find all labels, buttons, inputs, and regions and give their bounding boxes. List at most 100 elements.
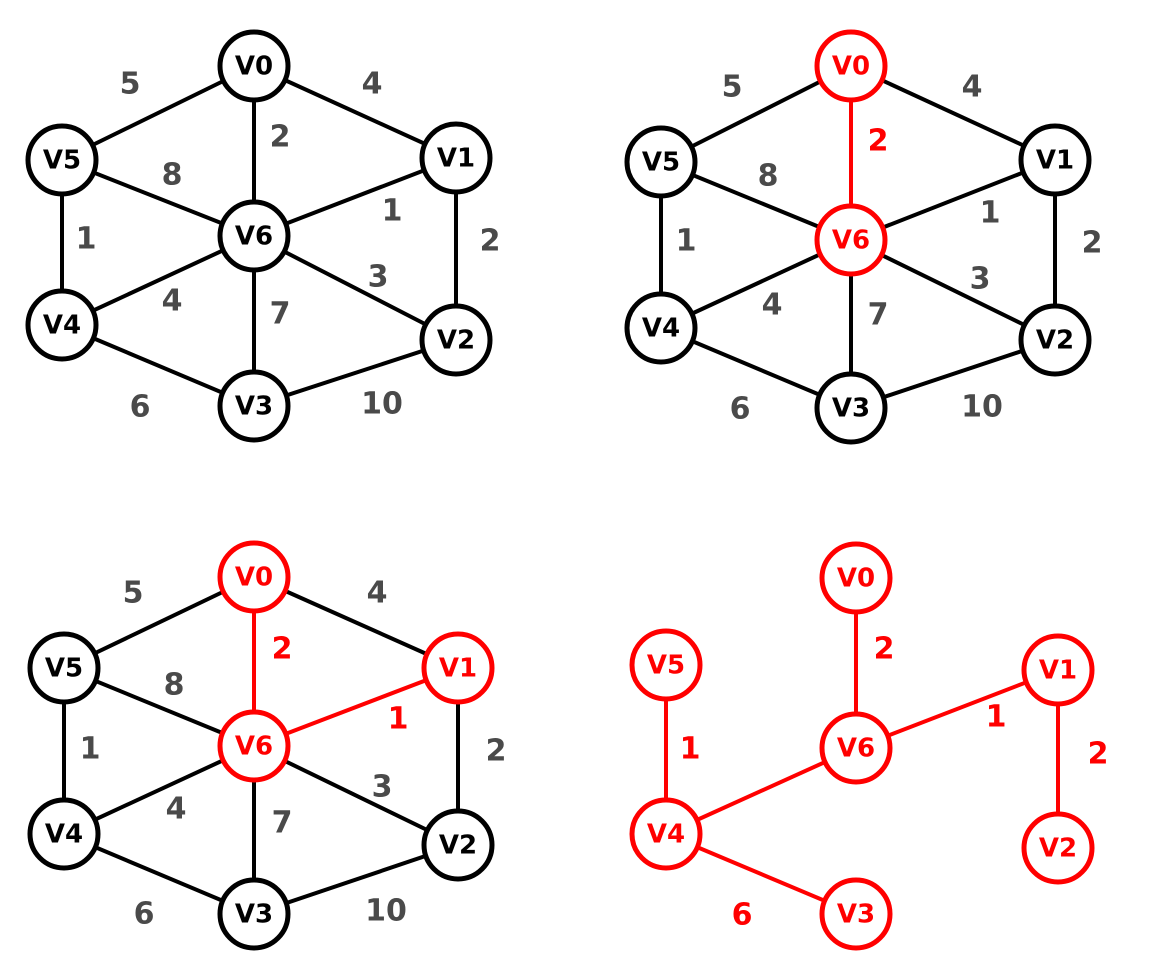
edge-weight-label: 4 [762,288,783,323]
node-v0: V0 [217,29,291,103]
node-circle [629,797,703,871]
node-label: V0 [832,52,870,82]
node-v2: V2 [1021,811,1095,885]
node-label: V2 [1039,834,1077,864]
node-circle [1021,633,1095,707]
node-circle [819,541,893,615]
edge-v0-v1 [253,64,457,160]
node-circle [624,125,698,199]
node-circle [25,123,99,197]
node-v2: V2 [419,303,493,377]
node-circle [421,808,495,882]
node-circle [1018,123,1092,197]
node-circle [1018,303,1092,377]
node-circle [629,628,703,702]
edge-weight-label: 1 [80,732,101,767]
node-circle [814,203,888,277]
node-v3: V3 [814,371,888,445]
node-circle [217,709,291,783]
edge-weight-label: 2 [270,120,291,155]
node-v2: V2 [1018,303,1092,377]
node-circle [624,291,698,365]
edge-weight-label: 10 [961,390,1003,425]
edge-weight-label: 10 [365,894,407,929]
node-label: V2 [437,326,475,356]
node-label: V4 [43,311,81,341]
node-v1: V1 [1018,123,1092,197]
node-v6: V6 [217,709,291,783]
node-v0: V0 [819,541,893,615]
node-circle [421,631,495,705]
edge-weight-label: 5 [123,576,144,611]
node-label: V1 [1036,146,1074,176]
node-v4: V4 [624,291,698,365]
node-circle [814,29,888,103]
node-label: V4 [45,820,83,850]
node-label: V1 [439,654,477,684]
edge-weight-label: 2 [1082,226,1103,261]
edge-weight-label: 2 [874,632,895,667]
node-v6: V6 [217,199,291,273]
edge-weight-label: 1 [388,702,409,737]
node-label: V4 [647,820,685,850]
edge-weight-label: 2 [868,124,889,159]
node-v1: V1 [421,631,495,705]
node-label: V6 [837,734,875,764]
node-v6: V6 [814,203,888,277]
edge-v6-v2 [253,234,457,342]
node-v5: V5 [27,631,101,705]
node-v4: V4 [25,288,99,362]
edge-v0-v1 [850,64,1056,162]
node-v0: V0 [814,29,888,103]
edge-weight-label: 1 [980,196,1001,231]
node-circle [217,877,291,951]
node-label: V2 [1036,326,1074,356]
edge-v1-v6 [850,158,1056,242]
node-circle [27,631,101,705]
node-v1: V1 [419,121,493,195]
node-v4: V4 [629,797,703,871]
node-circle [419,303,493,377]
edge-weight-label: 6 [130,390,151,425]
edge-weight-label: 8 [758,159,779,194]
node-circle [217,29,291,103]
node-v3: V3 [217,877,291,951]
edge-weight-label: 10 [361,387,403,422]
edge-weight-label: 7 [270,297,291,332]
edge-weight-label: 1 [680,732,701,767]
node-label: V5 [43,146,81,176]
node-label: V6 [235,222,273,252]
edge-v0-v1 [253,575,459,670]
edge-weight-label: 3 [368,260,389,295]
node-label: V3 [235,900,273,930]
node-v6: V6 [819,711,893,785]
edge-weight-label: 5 [722,70,743,105]
node-label: V5 [45,654,83,684]
node-v5: V5 [624,125,698,199]
node-v3: V3 [217,369,291,443]
node-label: V3 [832,394,870,424]
node-circle [819,877,893,951]
node-circle [819,711,893,785]
edge-weight-label: 2 [480,224,501,259]
edge-weight-label: 2 [272,632,293,667]
edge-v6-v2 [850,238,1056,342]
edge-weight-label: 3 [970,262,991,297]
node-label: V3 [235,392,273,422]
node-label: V4 [642,314,680,344]
edge-weight-label: 1 [676,224,697,259]
edge-weight-label: 2 [486,734,507,769]
node-label: V1 [1039,656,1077,686]
node-label: V6 [832,226,870,256]
node-label: V0 [235,563,273,593]
edge-weight-label: 1 [986,700,1007,735]
